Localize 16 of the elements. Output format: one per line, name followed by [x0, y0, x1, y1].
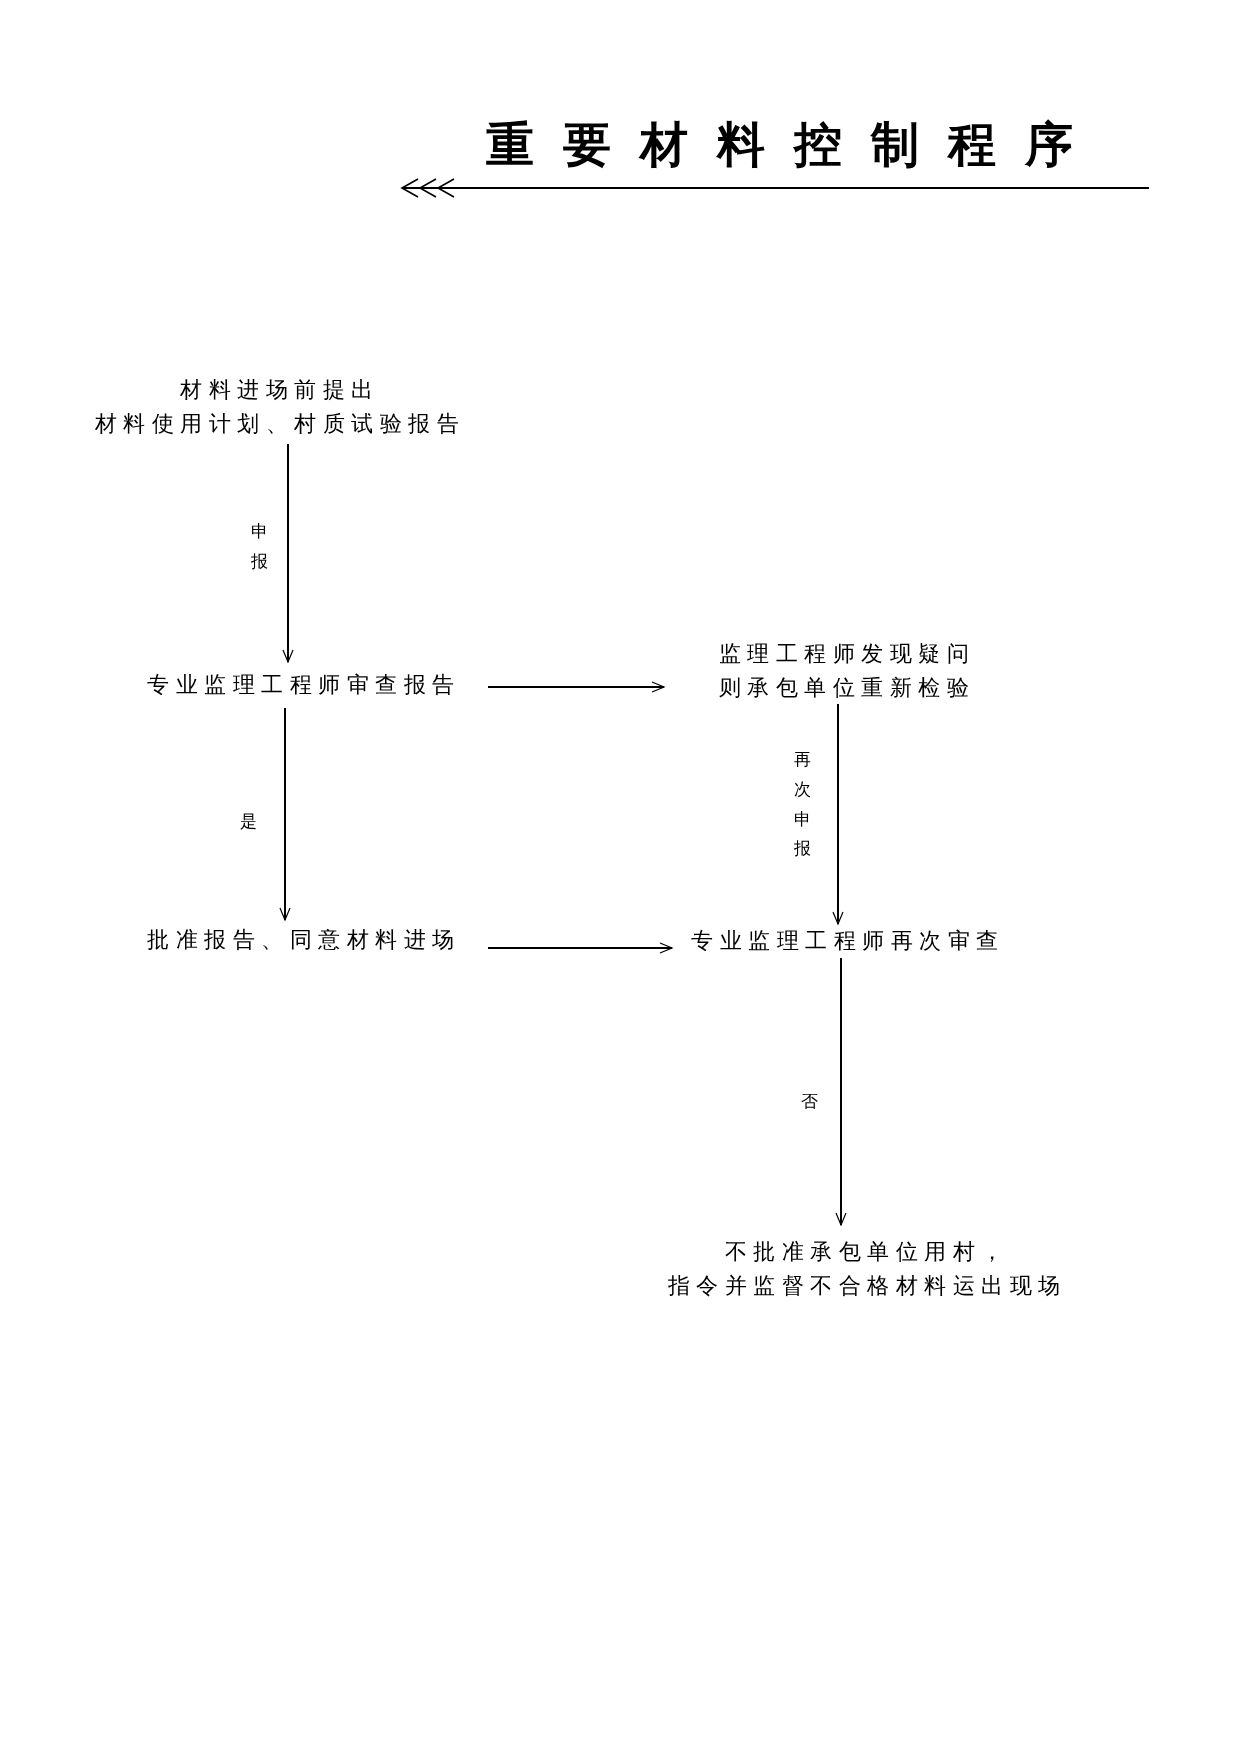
step-text: 专业监理工程师再次审查	[691, 927, 1005, 955]
step-text: 专业监理工程师审查报告	[147, 671, 461, 699]
arrow	[487, 681, 665, 693]
step-text: 则承包单位重新检验	[718, 674, 976, 702]
arrow	[282, 443, 294, 663]
arrow	[835, 957, 847, 1226]
step-text: 材料进场前提出	[180, 376, 380, 404]
step-text: 指令并监督不合格材料运出现场	[667, 1272, 1067, 1300]
title: 重要材料控制程序	[486, 115, 1102, 174]
step-text: 不批准承包单位用村，	[724, 1238, 1010, 1266]
step-text: 批准报告、同意材料进场	[147, 926, 461, 954]
arrow	[487, 942, 673, 954]
arrow	[279, 707, 291, 921]
arrow	[832, 703, 844, 925]
step-text: 监理工程师发现疑问	[718, 640, 976, 668]
step-text: 材料使用计划、村质试验报告	[94, 410, 466, 438]
